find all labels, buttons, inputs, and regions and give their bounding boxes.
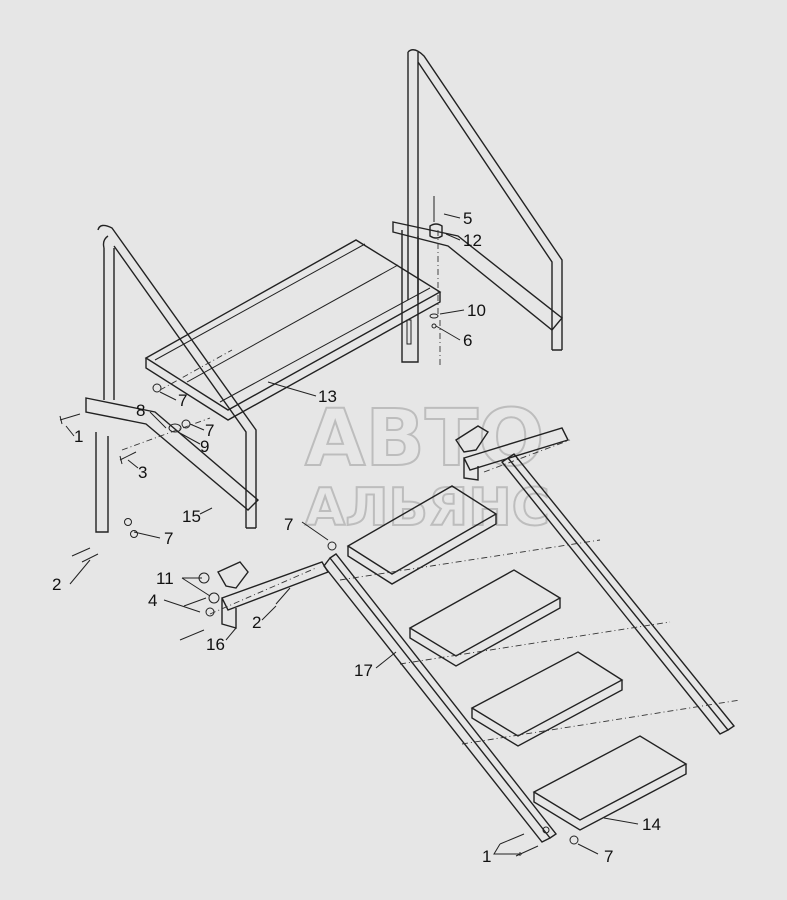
callout-9: 9 — [200, 437, 209, 456]
front-handrail — [85, 224, 260, 533]
watermark-line1: АВТО — [305, 394, 544, 484]
callout-2-bracket: 2 — [252, 613, 261, 632]
callout-15: 15 — [182, 507, 201, 526]
callout-5: 5 — [463, 209, 472, 228]
step-treads — [346, 485, 688, 831]
callout-1-bottom: 1 — [482, 847, 491, 866]
callout-14: 14 — [642, 815, 661, 834]
callout-13: 13 — [318, 387, 337, 406]
callout-1-top: 1 — [74, 427, 83, 446]
support-pin — [429, 196, 443, 329]
left-stringer — [323, 553, 558, 843]
callout-7-left: 7 — [164, 529, 173, 548]
callout-4: 4 — [148, 591, 157, 610]
rear-handrail — [392, 49, 563, 363]
callout-11: 11 — [156, 569, 174, 588]
callout-10: 10 — [467, 301, 486, 320]
callout-8: 8 — [136, 401, 145, 420]
callout-7-bottom: 7 — [604, 847, 613, 866]
callout-2-left: 2 — [52, 575, 61, 594]
leader-lines — [65, 213, 639, 856]
watermark-line2: АЛЬЯНС — [305, 478, 550, 538]
callouts: 5 12 10 6 13 7 8 7 1 9 3 15 7 7 2 11 4 2… — [52, 209, 661, 866]
assembly-lines — [121, 230, 741, 745]
callout-6: 6 — [463, 331, 472, 350]
callout-12: 12 — [463, 231, 482, 250]
right-bracket — [455, 425, 569, 481]
callout-7-mid: 7 — [284, 515, 293, 534]
callout-17: 17 — [354, 661, 373, 680]
platform-fasteners — [59, 383, 337, 563]
bottom-fasteners — [499, 826, 579, 857]
callout-16: 16 — [206, 635, 225, 654]
watermark: АВТО АЛЬЯНС — [304, 393, 551, 539]
callout-7-washer: 7 — [205, 421, 214, 440]
upper-platform — [144, 239, 442, 421]
callout-3: 3 — [138, 463, 147, 482]
right-stringer — [500, 453, 736, 735]
callout-7-platform: 7 — [178, 391, 187, 410]
